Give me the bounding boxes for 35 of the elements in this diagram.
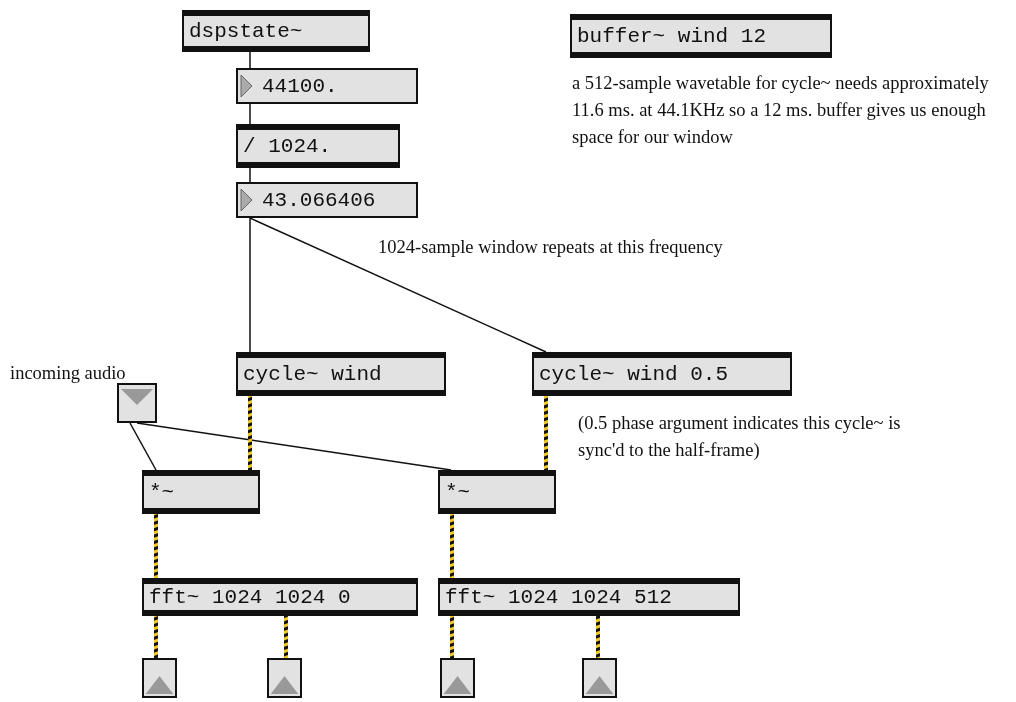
signal-patch-cord — [154, 514, 158, 578]
outlet-box — [440, 658, 475, 698]
object-box: / 1024. — [236, 124, 400, 168]
inlet-box — [117, 383, 157, 423]
patch-cord — [249, 103, 251, 125]
signal-patch-cord — [450, 616, 454, 658]
comment-text: incoming audio — [10, 362, 127, 385]
comment-text: 1024-sample window repeats at this frequency — [378, 236, 724, 259]
patch-cord — [136, 422, 452, 471]
outlet-box — [582, 658, 617, 698]
comment-text: (0.5 phase argument indicates this cycle~ is sync'd to the half-frame) — [578, 412, 902, 462]
patch-cord — [249, 217, 547, 353]
number-box: 43.066406 — [236, 182, 418, 218]
signal-patch-cord — [450, 514, 454, 578]
outlet-box — [142, 658, 177, 698]
object-box: fft~ 1024 1024 0 — [142, 578, 418, 616]
object-box: buffer~ wind 12 — [570, 14, 832, 58]
signal-patch-cord — [248, 396, 252, 470]
outlet-box — [267, 658, 302, 698]
signal-patch-cord — [154, 616, 158, 658]
patch-cord — [249, 167, 251, 183]
object-box: cycle~ wind — [236, 352, 446, 396]
signal-patch-cord — [544, 396, 548, 470]
signal-patch-cord — [284, 616, 288, 658]
signal-patch-cord — [596, 616, 600, 658]
number-box: 44100. — [236, 68, 418, 104]
object-box: *~ — [142, 470, 260, 514]
object-box: *~ — [438, 470, 556, 514]
patch-cord — [249, 217, 251, 353]
object-box: fft~ 1024 1024 512 — [438, 578, 740, 616]
object-box: dspstate~ — [182, 10, 370, 52]
patch-cord — [129, 422, 157, 471]
patch-cord — [249, 51, 251, 69]
object-box: cycle~ wind 0.5 — [532, 352, 792, 396]
comment-text: a 512-sample wavetable for cycle~ needs approximately 11.6 ms. at 44.1KHz so a 12 ms. buffer gives us enough space for our window — [572, 72, 990, 149]
